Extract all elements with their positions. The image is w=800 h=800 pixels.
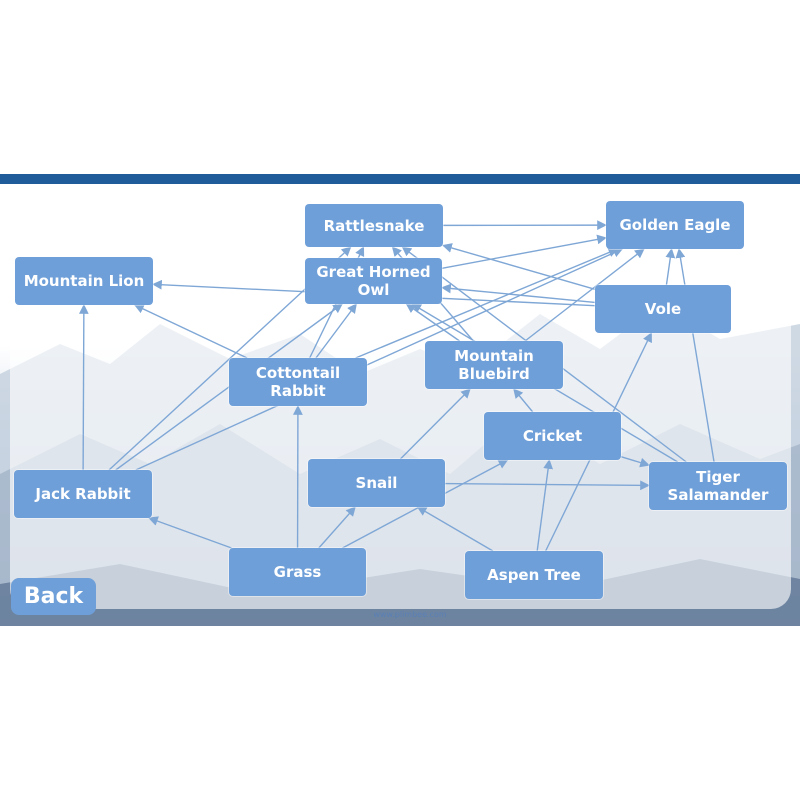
arrow-aspen_tree-to-snail (416, 506, 494, 552)
node-cottontail-rabbit: Cottontail Rabbit (229, 358, 367, 406)
node-jack-rabbit: Jack Rabbit (14, 470, 152, 518)
back-button[interactable]: Back (11, 578, 96, 615)
node-great-horned-owl: Great Horned Owl (305, 258, 442, 304)
arrow-grass-to-snail (318, 506, 356, 549)
node-aspen-tree: Aspen Tree (465, 551, 603, 599)
arrow-vole-to-great_horned_owl (441, 283, 596, 304)
arrow-grass-to-jack_rabbit (148, 516, 232, 549)
arrow-great_horned_owl-to-golden_eagle (441, 234, 607, 269)
arrow-mountain_bluebird-to-golden_eagle (524, 248, 645, 342)
arrow-jack_rabbit-to-great_horned_owl (115, 303, 343, 471)
node-rattlesnake: Rattlesnake (305, 204, 443, 247)
arrow-cottontail_rabbit-to-golden_eagle (355, 247, 619, 359)
arrow-jack_rabbit-to-golden_eagle (135, 248, 624, 471)
arrow-cottontail_rabbit-to-great_horned_owl (315, 303, 357, 359)
node-mountain-lion: Mountain Lion (15, 257, 153, 305)
node-mountain-bluebird: Mountain Bluebird (425, 341, 563, 389)
arrow-vole-to-rattlesnake (442, 243, 596, 291)
node-vole: Vole (595, 285, 731, 333)
credit-text: www.plimbee.com (373, 610, 447, 619)
arrow-cricket-to-tiger_salamander (620, 456, 650, 468)
arrow-snail-to-mountain_bluebird (399, 388, 471, 460)
node-golden-eagle: Golden Eagle (606, 201, 744, 249)
arrow-cottontail_rabbit-to-mountain_lion (133, 304, 248, 359)
arrow-snail-to-tiger_salamander (444, 480, 650, 491)
arrow-jack_rabbit-to-mountain_lion (78, 304, 89, 471)
top-bar (0, 174, 800, 184)
node-tiger-salamander: Tiger Salamander (649, 462, 787, 510)
node-grass: Grass (229, 548, 366, 596)
arrow-cricket-to-mountain_bluebird (513, 388, 534, 413)
arrow-aspen_tree-to-cricket (536, 459, 553, 552)
arrow-tiger_salamander-to-golden_eagle (675, 248, 715, 463)
node-cricket: Cricket (484, 412, 621, 460)
node-snail: Snail (308, 459, 445, 507)
arrow-vole-to-golden_eagle (665, 248, 676, 286)
